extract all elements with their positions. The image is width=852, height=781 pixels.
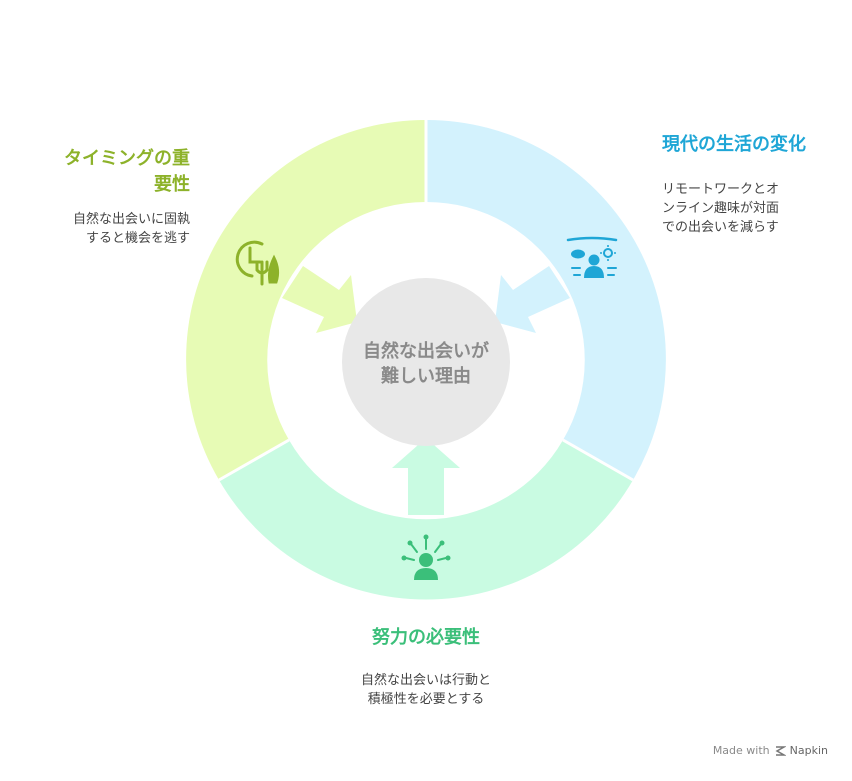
segment-modern [426,119,666,480]
desc-effort: 自然な出会いは行動と 積極性を必要とする [326,671,526,709]
footer-credit: Made with Napkin [713,744,828,757]
segment-effort [219,440,633,600]
desc-modern-line1: リモートワークとオ [662,182,780,197]
desc-modern-line3: での出会いを減らす [662,220,779,235]
desc-modern-line2: ンライン趣味が対面 [662,201,780,216]
label-timing: タイミングの重 要性 自然な出会いに固執 すると機会を逃す [40,146,190,248]
footer-brand: Napkin [789,744,828,757]
remote-life-icon [566,236,618,278]
desc-effort-line1: 自然な出会いは行動と [360,673,491,688]
clock-cutlery-icon [235,240,280,286]
title-effort: 努力の必要性 [372,627,480,648]
separator-left [218,438,290,482]
label-modern: 現代の生活の変化 リモートワークとオ ンライン趣味が対面 での出会いを減らす [662,132,832,237]
center-text-line2: 難しい理由 [381,365,471,387]
arrow-timing [282,266,357,333]
desc-modern: リモートワークとオ ンライン趣味が対面 での出会いを減らす [662,180,832,237]
desc-timing: 自然な出会いに固執 すると機会を逃す [40,210,190,248]
active-person-icon [401,534,451,580]
arrow-effort [392,438,460,515]
title-timing-line2: 要性 [154,174,190,195]
center-circle [342,278,510,446]
title-modern: 現代の生活の変化 [662,134,806,155]
title-timing: タイミングの重 要性 [40,146,190,198]
center-text-line1: 自然な出会いが [363,340,489,362]
title-timing-line1: タイミングの重 [64,148,190,169]
desc-timing-line2: すると機会を逃す [85,231,190,246]
napkin-logo-icon [775,745,786,756]
label-effort: 努力の必要性 自然な出会いは行動と 積極性を必要とする [326,625,526,709]
segment-timing [186,119,426,481]
footer-made-with: Made with [712,744,770,757]
desc-effort-line2: 積極性を必要とする [367,692,485,707]
arrow-modern [495,266,570,333]
separator-right [562,438,634,482]
desc-timing-line1: 自然な出会いに固執 [72,212,190,227]
